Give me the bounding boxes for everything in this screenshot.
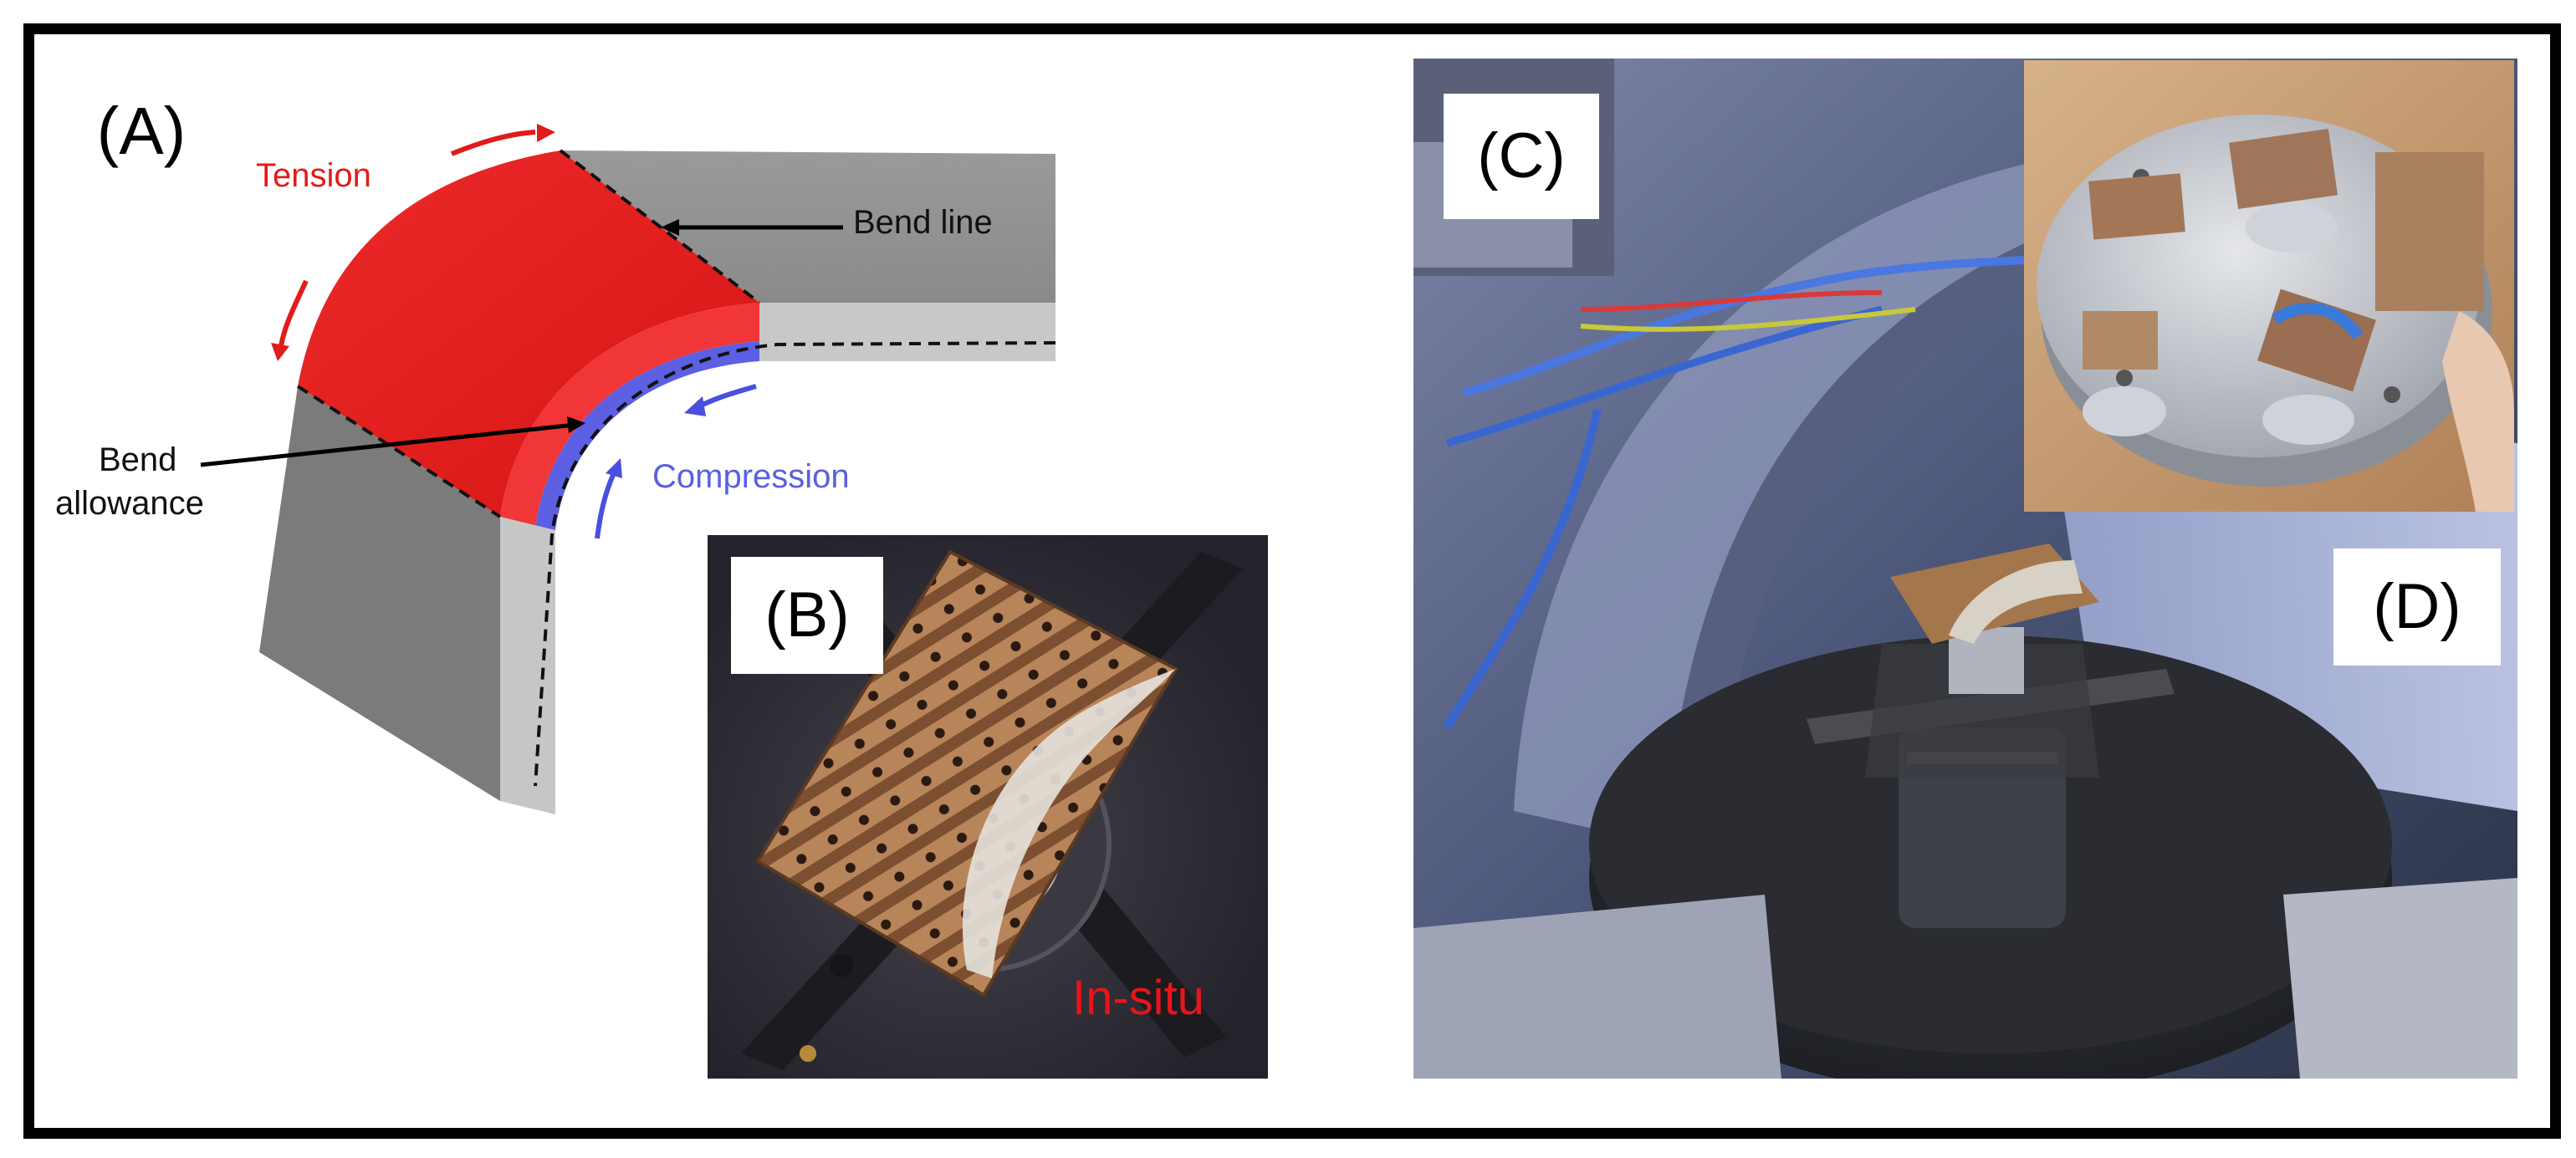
panel-d-label: (D) — [2333, 548, 2501, 666]
panel-c-label: (C) — [1444, 94, 1599, 219]
panel-d-illustration — [2024, 60, 2514, 512]
panel-b-label: (B) — [731, 557, 883, 674]
tension-label: Tension — [256, 157, 371, 194]
panel-b-photo — [708, 535, 1268, 1079]
bend-edge-red — [500, 303, 759, 527]
top-flange-edge — [759, 303, 1055, 361]
compression-arrow-top — [698, 384, 757, 409]
compression-arrowhead-top — [684, 396, 706, 416]
bend-allowance-label-2: allowance — [55, 485, 204, 522]
compression-arrowhead-bottom — [606, 458, 622, 478]
tension-arrow-top — [450, 130, 536, 156]
panel-a-bend-diagram — [200, 124, 1056, 814]
in-situ-caption: In-situ — [1072, 971, 1204, 1025]
bend-allowance-callout — [200, 422, 576, 467]
bend-line-lower-dashed — [296, 385, 502, 518]
panel-b-illustration — [708, 535, 1268, 1079]
tension-arrowhead-top — [537, 124, 555, 142]
tension-arrowhead-left — [271, 343, 289, 361]
vertical-flange-edge — [500, 517, 555, 814]
neutral-axis-dashed — [534, 341, 1056, 787]
bend-line-callout-head — [661, 219, 679, 236]
bend-tension-face — [298, 150, 759, 517]
bend-line-dashed — [559, 149, 761, 304]
compression-arrow-bottom — [595, 472, 616, 539]
film-strip — [962, 669, 1176, 978]
vertical-flange-face — [259, 386, 500, 801]
tension-arrow-left — [279, 279, 309, 347]
panel-d-photo — [2024, 60, 2514, 512]
compression-label: Compression — [652, 458, 850, 495]
bend-allowance-label-1: Bend — [99, 441, 177, 478]
bend-allowance-callout-head — [567, 416, 585, 433]
bend-edge-blue — [535, 341, 759, 530]
bend-line-label: Bend line — [853, 204, 993, 241]
panel-a-label: (A) — [87, 94, 196, 169]
